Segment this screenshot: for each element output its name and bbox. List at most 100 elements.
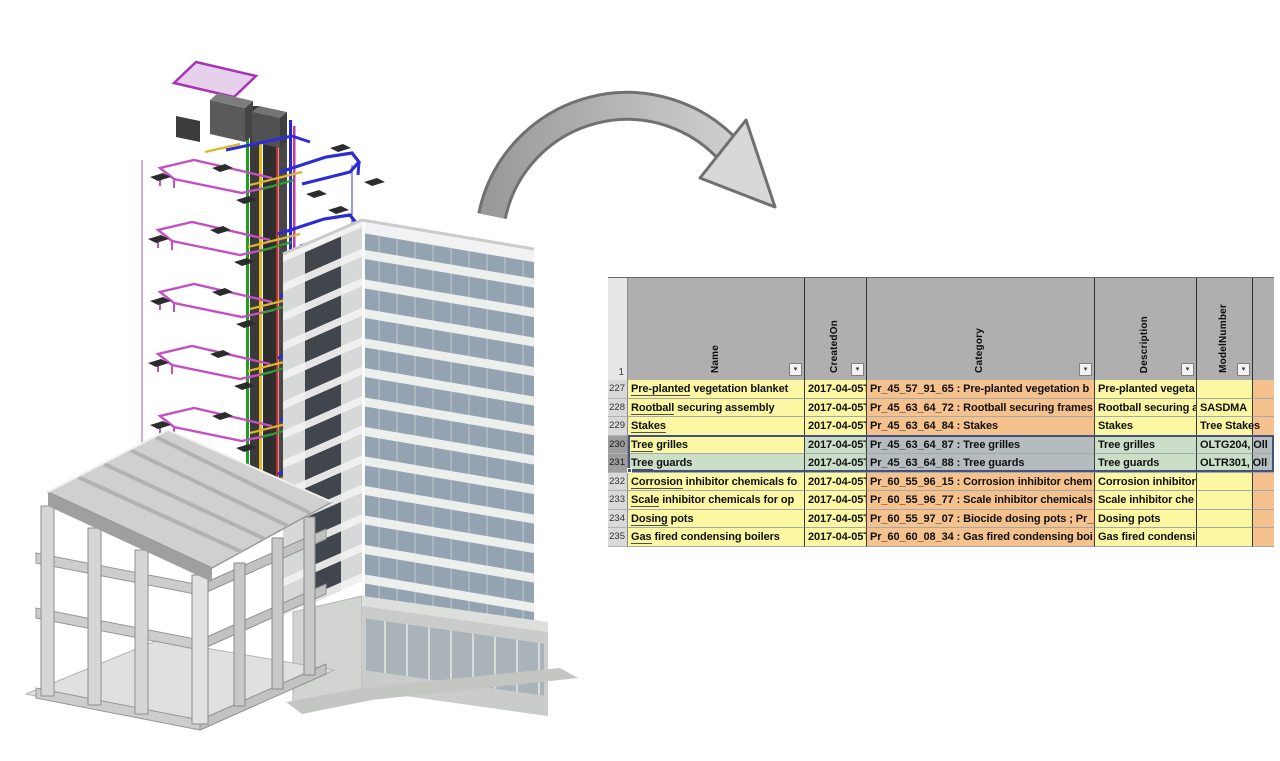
cell-created-231[interactable]: 2017-04-05T	[805, 454, 867, 473]
row-header-235[interactable]: 235	[608, 528, 628, 547]
cell-text: Pre-planted	[631, 383, 691, 396]
cell-extra-233[interactable]	[1253, 491, 1274, 510]
cell-name-228[interactable]: Rootball securing assembly	[628, 398, 805, 417]
row-header-234[interactable]: 234	[608, 509, 628, 528]
cell-extra-232[interactable]	[1253, 472, 1274, 491]
cell-name-227[interactable]: Pre-planted vegetation blanket	[628, 380, 805, 399]
row-header-229[interactable]: 229	[608, 417, 628, 436]
cell-category-233[interactable]: Pr_60_55_96_77 : Scale inhibitor chemica…	[867, 491, 1095, 510]
cell-model-228[interactable]: SASDMA	[1197, 398, 1253, 417]
cell-model-231[interactable]: OLTR301, Oll	[1197, 454, 1267, 473]
column-header-extra[interactable]	[1253, 278, 1274, 381]
cell-model-233[interactable]	[1197, 491, 1253, 510]
cell-category-227[interactable]: Pr_45_57_91_65 : Pre-planted vegetation …	[867, 380, 1095, 399]
bim-illustration	[25, 60, 777, 731]
cell-text: Tree	[631, 457, 654, 470]
spreadsheet: 1 Name▾CreatedOn▾Category▾Description▾Mo…	[608, 277, 1274, 548]
filter-dropdown-icon[interactable]: ▾	[789, 363, 802, 376]
row-header-231[interactable]: 231	[608, 454, 628, 473]
architectural-tower-model	[282, 218, 578, 717]
cell-description-231[interactable]: Tree guards	[1095, 454, 1197, 473]
filter-dropdown-icon[interactable]: ▾	[851, 363, 864, 376]
cell-name-232[interactable]: Corrosion inhibitor chemicals fo	[628, 472, 805, 491]
cell-model-235[interactable]	[1197, 528, 1253, 547]
cell-model-229[interactable]: Tree Stakes	[1197, 417, 1260, 436]
cell-description-233[interactable]: Scale inhibitor che	[1095, 491, 1197, 510]
row-header-228[interactable]: 228	[608, 398, 628, 417]
column-header-name[interactable]: Name ▾	[628, 278, 805, 381]
filter-dropdown-icon[interactable]: ▾	[1181, 363, 1194, 376]
cell-extra-227[interactable]	[1253, 380, 1274, 399]
cell-created-232[interactable]: 2017-04-05T	[805, 472, 867, 491]
cell-model-227[interactable]	[1197, 380, 1253, 399]
cell-text: Dosing	[631, 512, 668, 526]
cell-description-235[interactable]: Gas fired condensi	[1095, 528, 1197, 547]
cell-name-235[interactable]: Gas fired condensing boilers	[628, 528, 805, 547]
column-header-label: Description	[1139, 315, 1150, 373]
cell-created-233[interactable]: 2017-04-05T	[805, 491, 867, 510]
cell-model-232[interactable]	[1197, 472, 1253, 491]
row-header-232[interactable]: 232	[608, 472, 628, 491]
cell-description-227[interactable]: Pre-planted vegeta	[1095, 380, 1197, 399]
cell-category-232[interactable]: Pr_60_55_96_15 : Corrosion inhibitor che…	[867, 472, 1095, 491]
column-header-description[interactable]: Description ▾	[1095, 278, 1197, 381]
cell-name-231[interactable]: Tree guards	[628, 454, 805, 473]
filter-dropdown-icon[interactable]: ▾	[1237, 363, 1250, 376]
row-header-230[interactable]: 230	[608, 435, 628, 454]
cell-description-234[interactable]: Dosing pots	[1095, 509, 1197, 528]
cell-extra-234[interactable]	[1253, 509, 1274, 528]
cell-description-229[interactable]: Stakes	[1095, 417, 1197, 436]
cell-name-233[interactable]: Scale inhibitor chemicals for op	[628, 491, 805, 510]
cell-category-229[interactable]: Pr_45_63_64_84 : Stakes	[867, 417, 1095, 436]
cell-name-234[interactable]: Dosing pots	[628, 509, 805, 528]
cell-description-230[interactable]: Tree grilles	[1095, 435, 1197, 454]
cell-created-235[interactable]: 2017-04-05T	[805, 528, 867, 547]
column-header-created[interactable]: CreatedOn ▾	[805, 278, 867, 381]
cell-created-229[interactable]: 2017-04-05T	[805, 417, 867, 436]
cell-category-234[interactable]: Pr_60_55_97_07 : Biocide dosing pots ; P…	[867, 509, 1095, 528]
cell-created-227[interactable]: 2017-04-05T	[805, 380, 867, 399]
row-header-1[interactable]: 1	[608, 278, 628, 381]
cell-extra-231[interactable]	[1253, 454, 1274, 473]
column-header-label: Name	[709, 344, 721, 373]
column-header-label: Category	[974, 328, 985, 373]
cell-category-235[interactable]: Pr_60_60_08_34 : Gas fired condensing bo…	[867, 528, 1095, 547]
cell-name-229[interactable]: Stakes	[628, 417, 805, 436]
filter-dropdown-icon[interactable]: ▾	[1079, 363, 1092, 376]
cell-created-234[interactable]: 2017-04-05T	[805, 509, 867, 528]
cell-model-230[interactable]: OLTG204, Oll	[1197, 435, 1268, 454]
cell-model-234[interactable]	[1197, 509, 1253, 528]
cell-text: Scale	[631, 494, 660, 507]
row-header-227[interactable]: 227	[608, 380, 628, 399]
cell-extra-228[interactable]	[1253, 398, 1274, 417]
column-header-label: CreatedOn	[829, 320, 840, 373]
cell-extra-230[interactable]	[1253, 435, 1274, 454]
cell-created-228[interactable]: 2017-04-05T	[805, 398, 867, 417]
cell-description-228[interactable]: Rootball securing a	[1095, 398, 1197, 417]
row-header-233[interactable]: 233	[608, 491, 628, 510]
cell-text: Tree	[631, 438, 654, 452]
cell-text: Stakes	[631, 420, 666, 433]
cell-created-230[interactable]: 2017-04-05T	[805, 435, 867, 454]
column-header-category[interactable]: Category ▾	[867, 278, 1095, 381]
cell-description-232[interactable]: Corrosion inhibitor	[1095, 472, 1197, 491]
cell-category-231[interactable]: Pr_45_63_64_88 : Tree guards	[867, 454, 1095, 473]
column-header-label: ModelNumber	[1218, 304, 1229, 373]
cell-extra-235[interactable]	[1253, 528, 1274, 547]
cell-category-230[interactable]: Pr_45_63_64_87 : Tree grilles	[867, 435, 1095, 454]
cell-name-230[interactable]: Tree grilles	[628, 435, 805, 454]
cell-category-228[interactable]: Pr_45_63_64_72 : Rootball securing frame…	[867, 398, 1095, 417]
column-header-model[interactable]: ModelNumber ▾	[1197, 278, 1253, 381]
cell-text: Corrosion	[631, 475, 683, 489]
